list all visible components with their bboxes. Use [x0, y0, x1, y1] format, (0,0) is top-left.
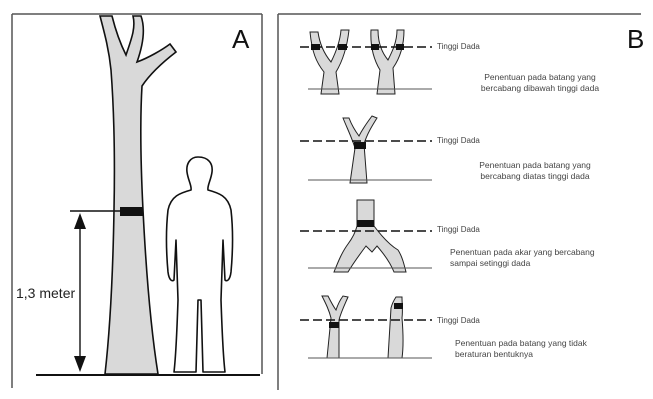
row-1-caption-line-1: Penentuan pada batang yang: [450, 72, 630, 83]
row-4-trees: [300, 296, 432, 358]
row-4-caption-line-2: beraturan bentuknya: [455, 349, 640, 360]
breast-height-band-a: [120, 207, 143, 216]
row-1-caption: Penentuan pada batang yang bercabang dib…: [450, 72, 630, 94]
row-1-height-label: Tinggi Dada: [437, 42, 480, 51]
row-3-caption: Penentuan pada akar yang bercabang sampa…: [450, 247, 645, 269]
row-2-height-label: Tinggi Dada: [437, 136, 480, 145]
row-3-caption-line-2: sampai setinggi dada: [450, 258, 645, 269]
panel-b-letter: B: [627, 26, 644, 52]
row-2-caption-line-1: Penentuan pada batang yang: [445, 160, 625, 171]
row-1-trees: [300, 30, 432, 94]
tree-trunk-a: [100, 16, 176, 374]
row-4-height-label: Tinggi Dada: [437, 316, 480, 325]
row-2-caption-line-2: bercabang diatas tinggi dada: [445, 171, 625, 182]
row-4-caption-line-1: Penentuan pada batang yang tidak: [455, 338, 640, 349]
panel-a-letter: A: [232, 26, 249, 52]
height-measurement-label: 1,3 meter: [16, 285, 75, 301]
row-3-height-label: Tinggi Dada: [437, 225, 480, 234]
row-3-trees: [300, 200, 432, 272]
row-2-trees: [300, 116, 432, 183]
human-figure: [167, 157, 233, 372]
row-3-caption-line-1: Penentuan pada akar yang bercabang: [450, 247, 645, 258]
row-4-caption: Penentuan pada batang yang tidak beratur…: [455, 338, 640, 360]
row-2-caption: Penentuan pada batang yang bercabang dia…: [445, 160, 625, 182]
row-1-caption-line-2: bercabang dibawah tinggi dada: [450, 83, 630, 94]
